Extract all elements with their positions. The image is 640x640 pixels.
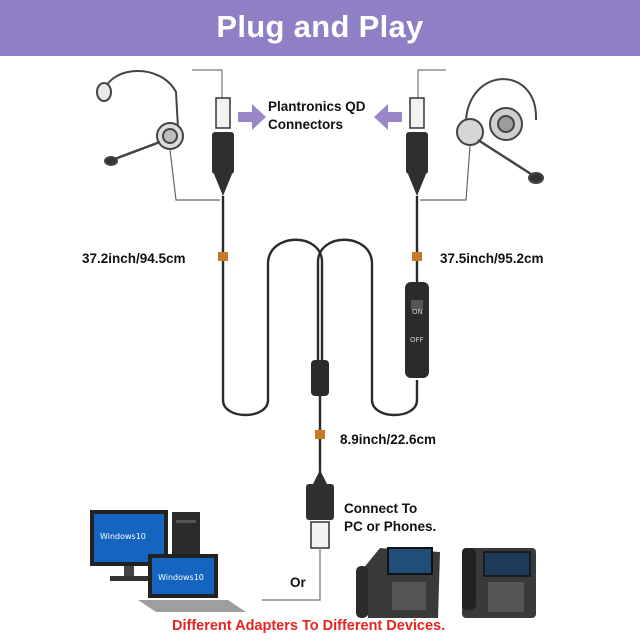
right-arrow-icon — [374, 104, 402, 130]
or-label: Or — [290, 575, 306, 590]
cable-diagram — [90, 69, 544, 618]
laptop-windows-logo: Windows10 — [158, 573, 204, 582]
connect-to-label-line1: Connect To — [344, 501, 418, 516]
left-headset-image — [96, 70, 220, 201]
qd-connectors-label-line1: Plantronics QD — [268, 99, 366, 114]
bottom-ferrule — [315, 430, 325, 439]
title-banner — [0, 0, 640, 56]
left-ferrule — [218, 252, 228, 261]
adapter-cord — [262, 548, 321, 601]
product-illustration: Plantronics QD Connectors 37.2inch/94.5c… — [0, 56, 640, 640]
page-title: Plug and Play — [216, 9, 424, 44]
connect-to-label-line2: PC or Phones. — [344, 519, 437, 534]
left-arrow-icon — [238, 104, 266, 130]
right-cable-length: 37.5inch/95.2cm — [440, 251, 544, 266]
switch-off-label: OFF — [410, 336, 424, 344]
inline-switch — [405, 282, 429, 378]
ip-phone-2-image — [462, 548, 536, 618]
left-qd-connector — [212, 97, 234, 196]
ip-phone-1-image — [356, 547, 440, 618]
qd-connectors-label-line2: Connectors — [268, 117, 344, 132]
right-qd-connector — [406, 97, 428, 196]
y-splitter — [311, 360, 329, 396]
bottom-cable-length: 8.9inch/22.6cm — [340, 432, 437, 447]
bottom-qd-connector — [306, 470, 334, 549]
right-headset-image — [420, 78, 544, 201]
right-ferrule — [412, 252, 422, 261]
switch-on-label: ON — [412, 308, 423, 316]
desktop-windows-logo: Windows10 — [100, 532, 146, 541]
left-cable-length: 37.2inch/94.5cm — [82, 251, 186, 266]
footer-caption: Different Adapters To Different Devices. — [172, 618, 446, 634]
laptop-image — [138, 554, 246, 612]
